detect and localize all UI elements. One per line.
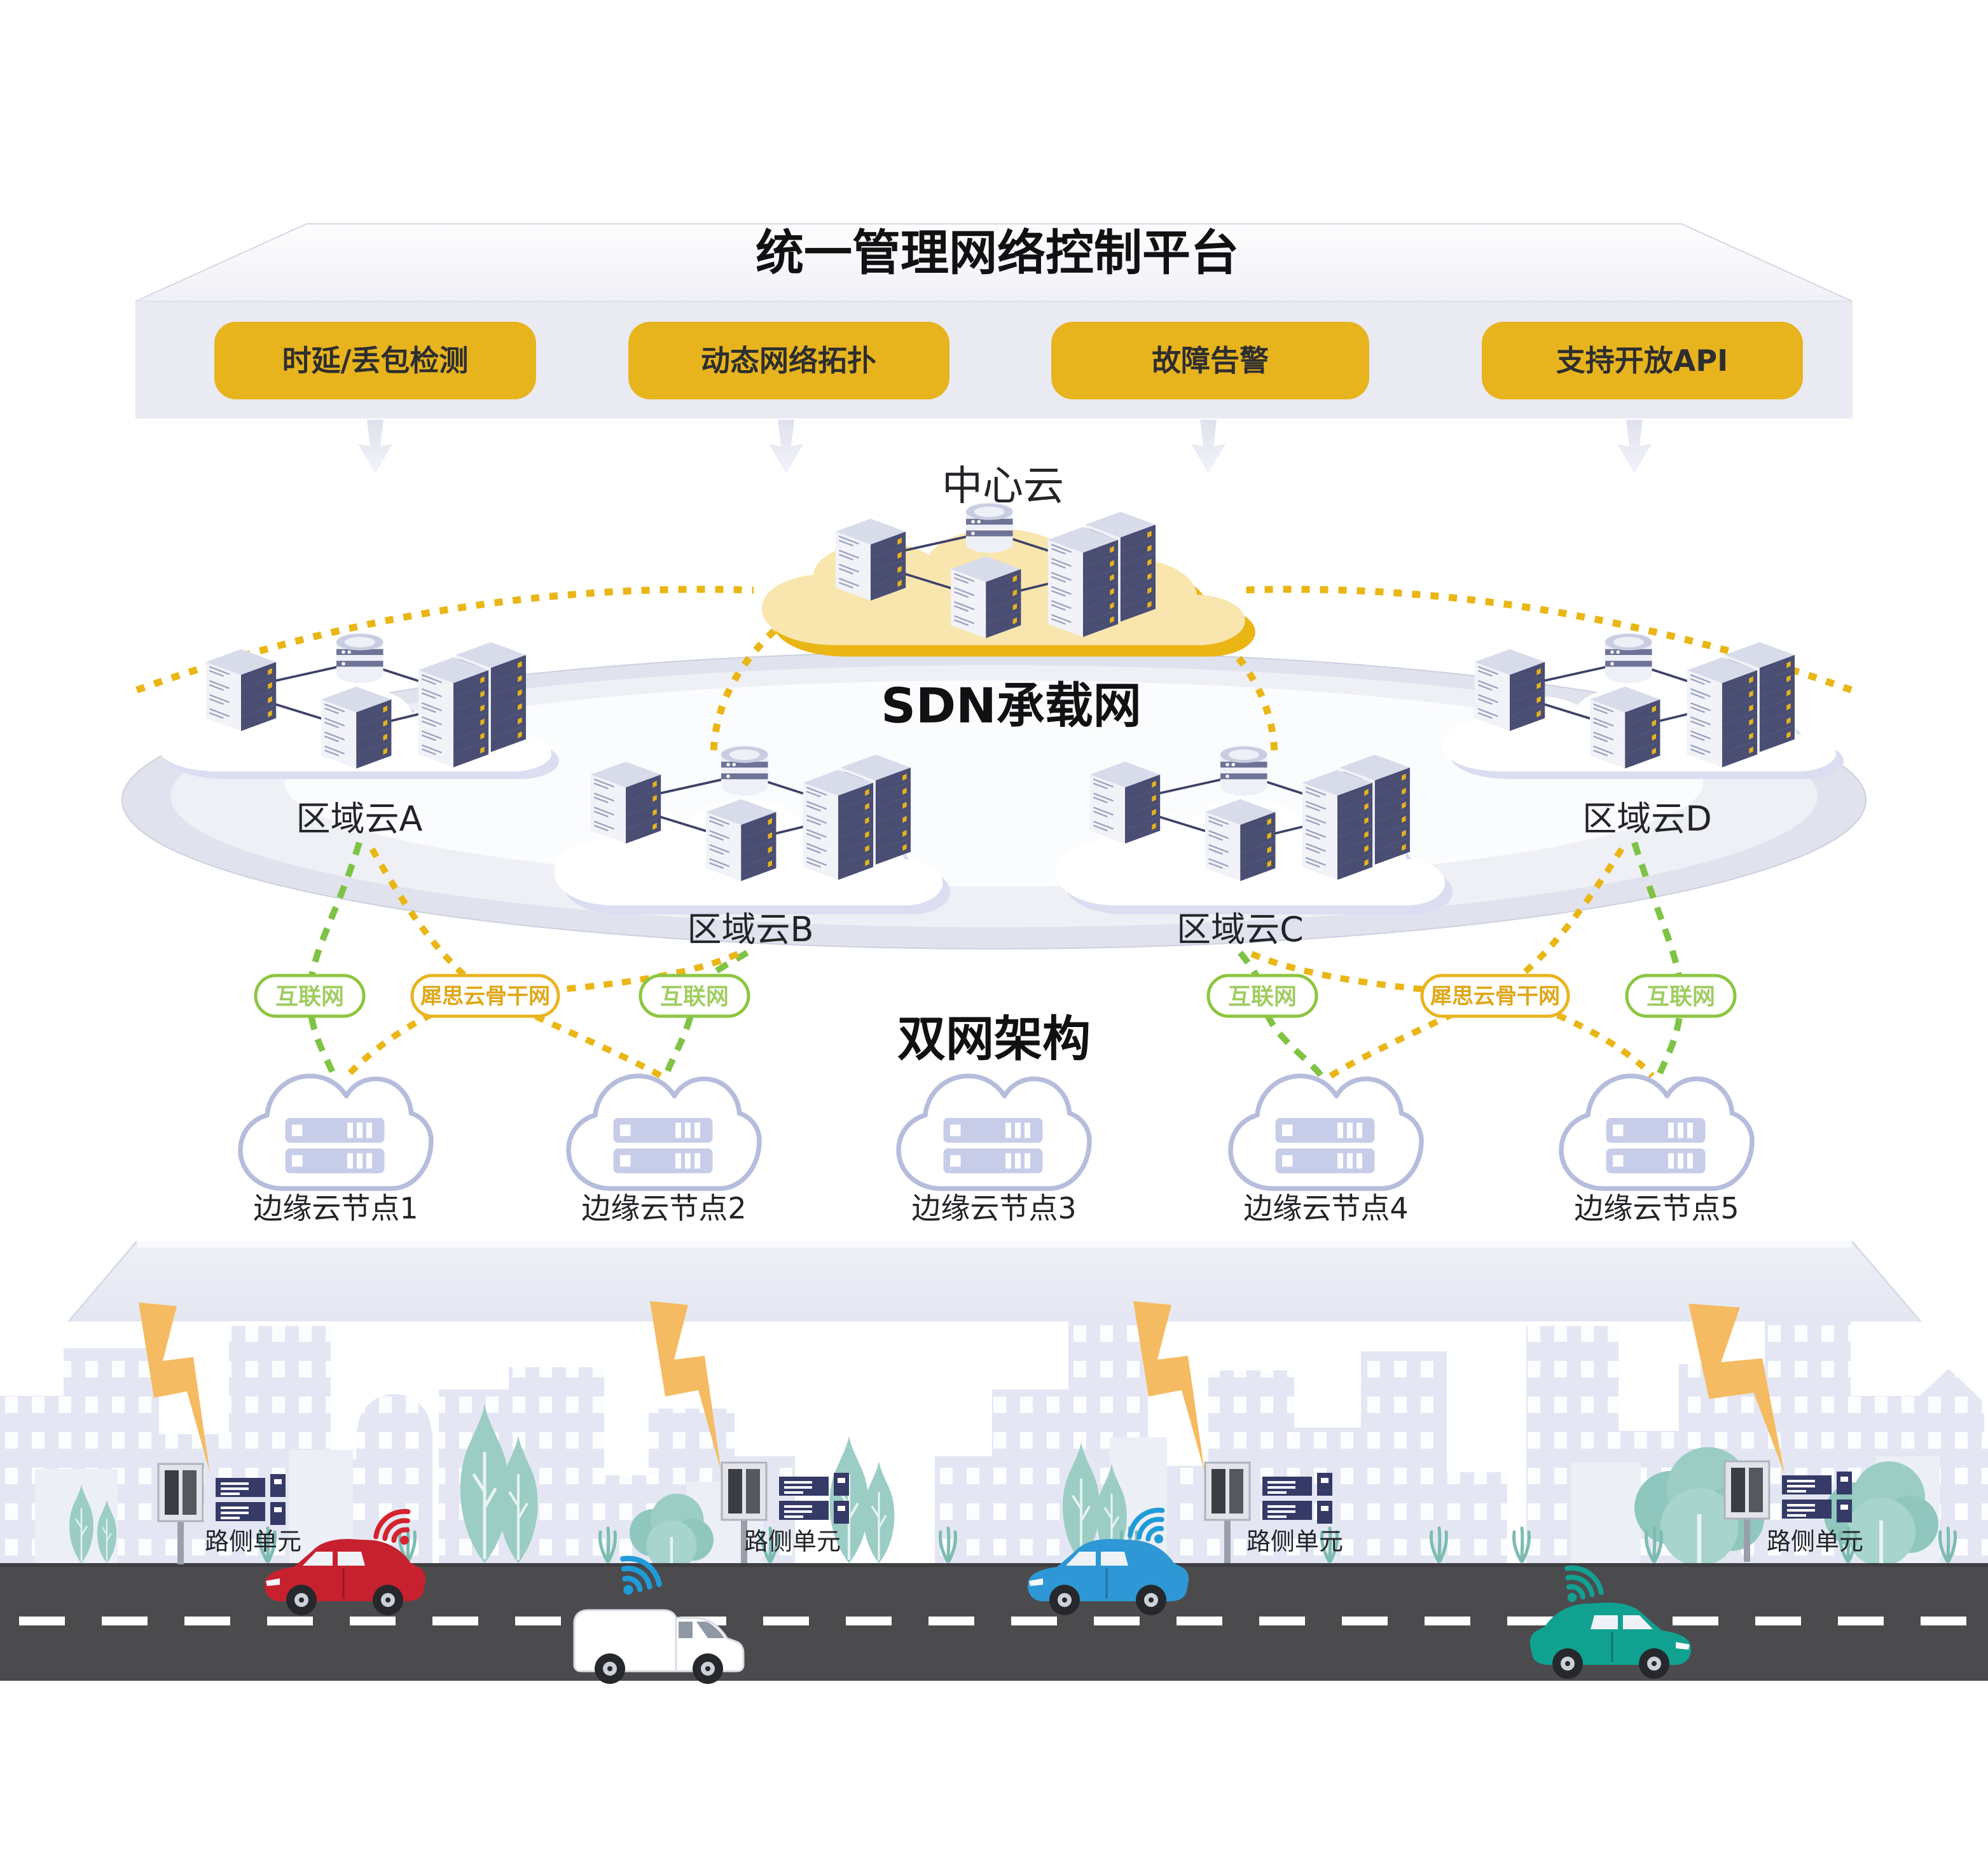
backbone-pill-2-label: 犀思云骨干网 — [1430, 984, 1560, 1009]
roadside-unit-4-label: 路侧单元 — [1767, 1527, 1863, 1555]
center-cloud-label: 中心云 — [942, 463, 1064, 510]
sdn-network-label: SDN承载网 — [881, 677, 1141, 734]
internet-pill-3: 互联网 — [1206, 974, 1318, 1018]
control-platform: 统一管理网络控制平台 时延/丢包检测 动态网络拓扑 故障告警 支持开放API — [135, 223, 1853, 474]
region-cloud-b-label: 区域云B — [687, 909, 813, 949]
internet-pill-1: 互联网 — [254, 974, 366, 1018]
region-cloud-c — [1056, 745, 1453, 914]
internet-pill-2-label: 互联网 — [660, 984, 729, 1010]
backbone-pill-1-label: 犀思云骨干网 — [420, 984, 550, 1009]
page-title: 统一管理网络控制平台 — [756, 224, 1239, 281]
capability-button-2: 动态网络拓扑 — [628, 322, 949, 399]
capability-button-1: 时延/丢包检测 — [214, 322, 536, 399]
region-cloud-b — [554, 745, 951, 914]
internet-pill-3-label: 互联网 — [1228, 984, 1297, 1010]
edge-cloud-3-label: 边缘云节点3 — [911, 1191, 1076, 1225]
internet-pill-4-label: 互联网 — [1646, 984, 1715, 1010]
region-cloud-a-label: 区域云A — [296, 799, 423, 839]
roadside-unit-1-label: 路侧单元 — [205, 1527, 301, 1555]
backbone-pill-1: 犀思云骨干网 — [410, 974, 560, 1018]
capability-button-3-label: 故障告警 — [1152, 343, 1269, 378]
capability-button-1-label: 时延/丢包检测 — [282, 343, 469, 378]
region-cloud-c-label: 区域云C — [1177, 909, 1304, 949]
edge-platform-slab — [67, 1241, 1922, 1322]
edge-cloud-5-label: 边缘云节点5 — [1574, 1191, 1739, 1225]
internet-pill-1-label: 互联网 — [275, 984, 344, 1010]
capability-button-3: 故障告警 — [1051, 322, 1369, 399]
region-cloud-d — [1441, 633, 1844, 779]
backbone-pill-2: 犀思云骨干网 — [1420, 974, 1570, 1018]
roadside-unit-3-label: 路侧单元 — [1246, 1527, 1343, 1555]
edge-cloud-4-label: 边缘云节点4 — [1243, 1191, 1408, 1225]
internet-pill-4: 互联网 — [1625, 974, 1737, 1018]
edge-cloud-2-label: 边缘云节点2 — [581, 1191, 746, 1225]
capability-button-2-label: 动态网络拓扑 — [701, 343, 876, 378]
edge-cloud-1-label: 边缘云节点1 — [253, 1191, 418, 1225]
edge-cloud-nodes: 边缘云节点1 边缘云节点2 边缘云节点3 边缘云节点4 边缘云节点5 — [240, 1076, 1752, 1225]
capability-button-4-label: 支持开放API — [1556, 343, 1728, 378]
region-cloud-d-label: 区域云D — [1582, 799, 1712, 839]
internet-pill-2: 互联网 — [639, 974, 750, 1018]
capability-button-4: 支持开放API — [1482, 322, 1803, 399]
roadside-units: 路侧单元 路侧单元 路侧单元 路侧单元 — [157, 1460, 1863, 1566]
dual-network-label: 双网架构 — [897, 1010, 1091, 1067]
roadside-unit-2-label: 路侧单元 — [744, 1527, 841, 1555]
link-pills: 互联网 犀思云骨干网 互联网 互联网 犀思云骨干网 互联网 — [254, 974, 1737, 1018]
